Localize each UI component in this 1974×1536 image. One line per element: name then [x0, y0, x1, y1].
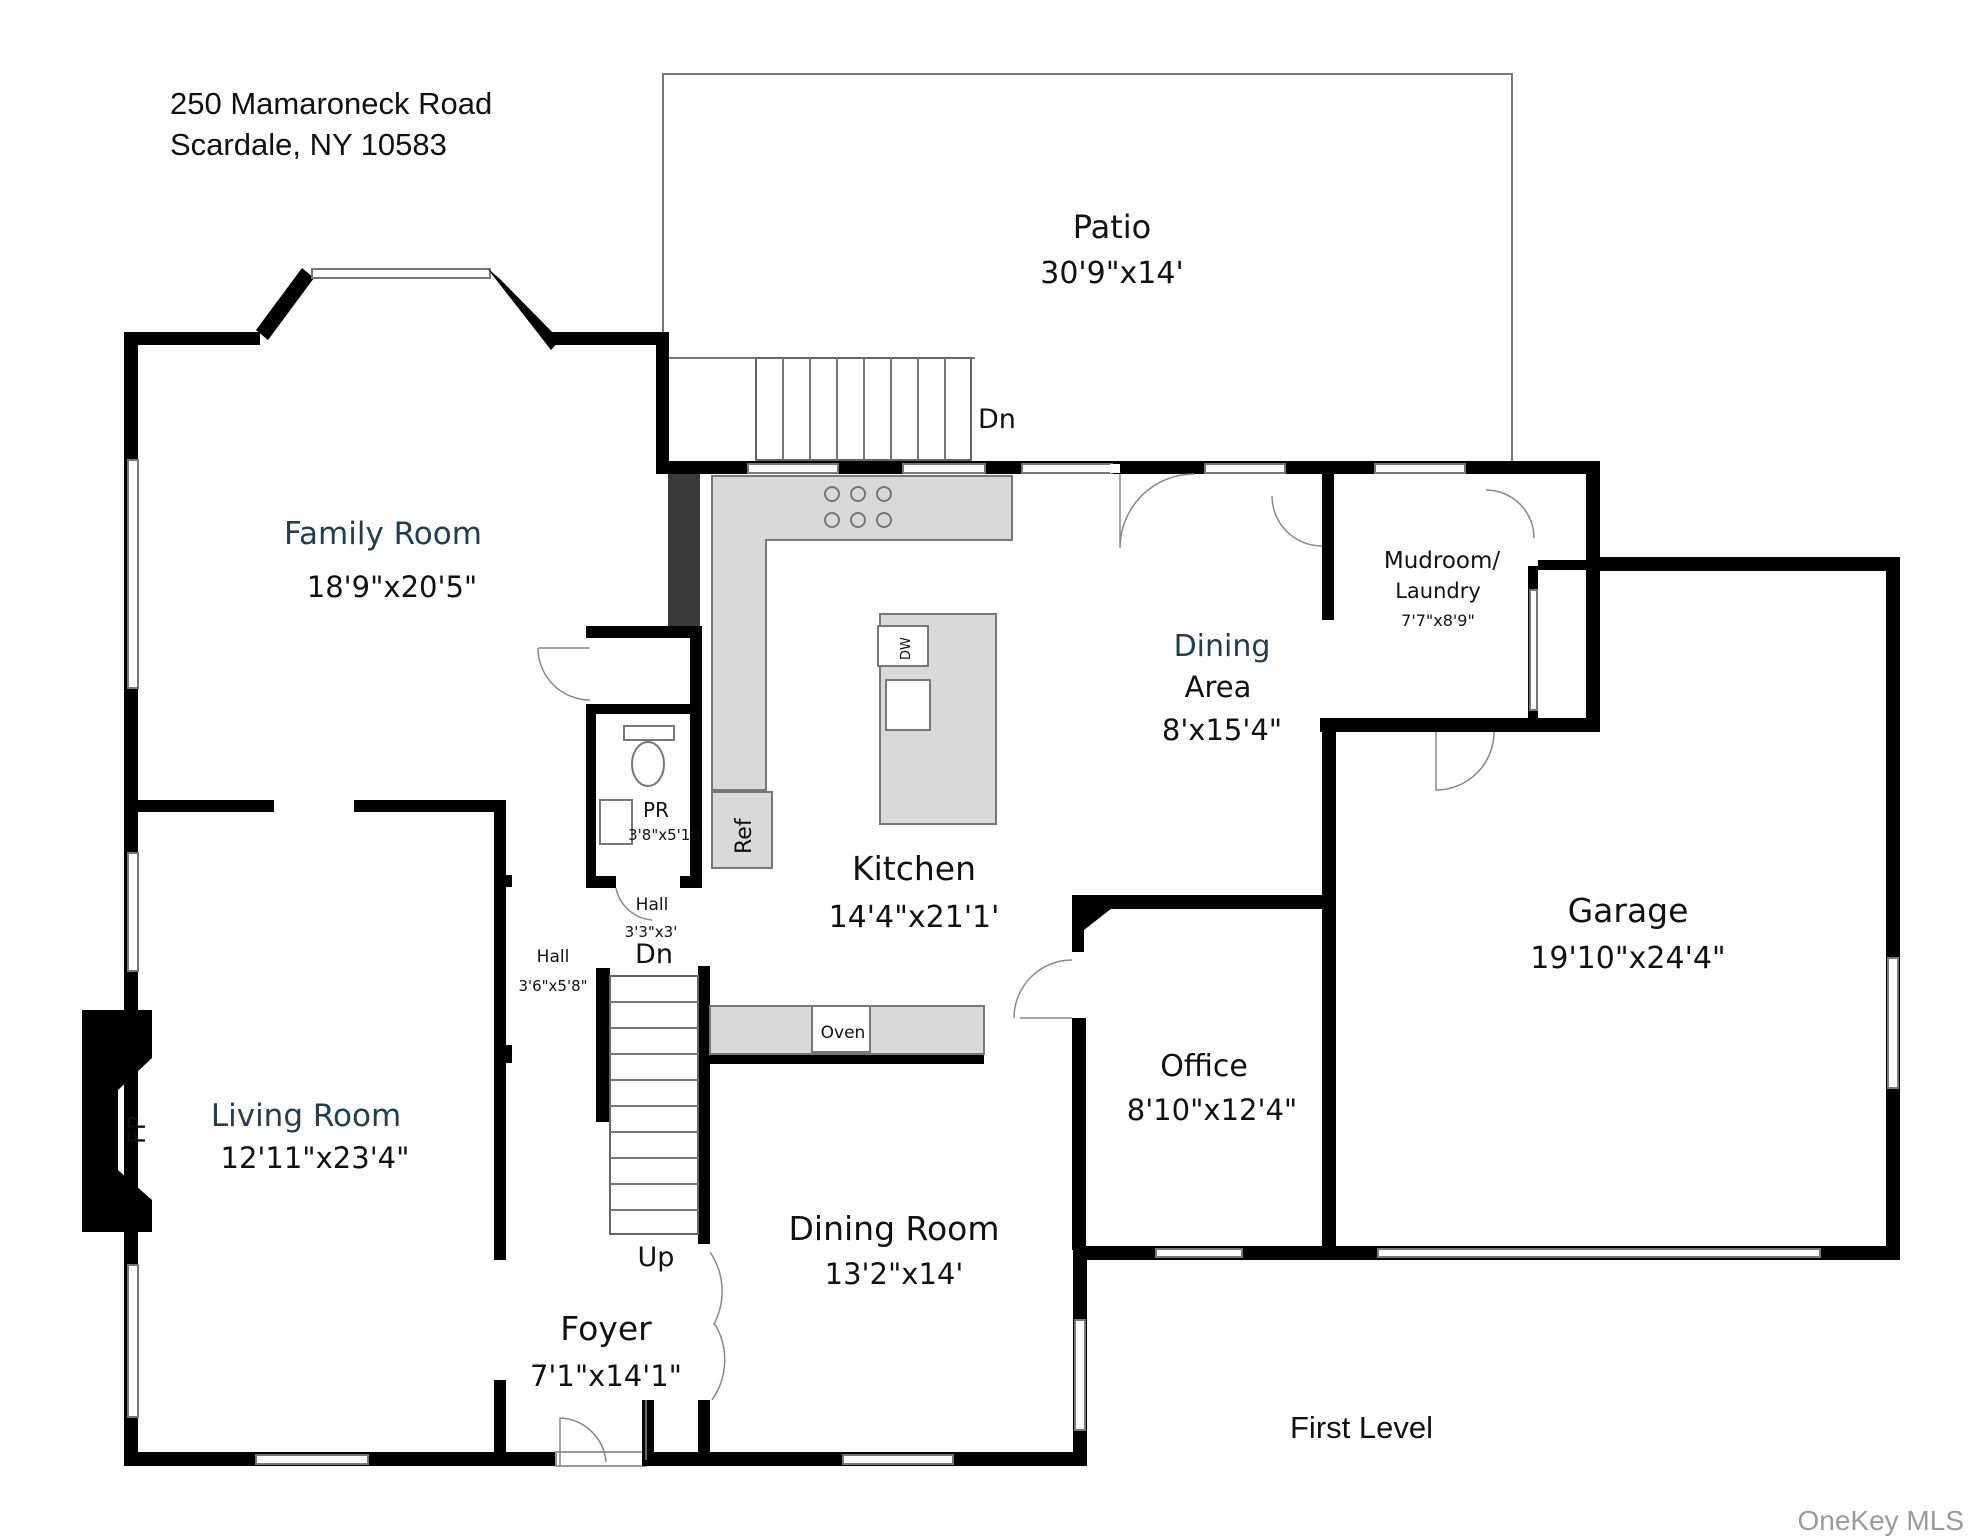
- dining-room-label: Dining Room: [789, 1209, 1000, 1248]
- dishwasher-label: DW: [899, 637, 914, 660]
- office-label: Office: [1160, 1049, 1248, 1084]
- kitchen-dims: 14'4"x21'1': [829, 900, 1000, 935]
- patio-label: Patio: [1073, 208, 1151, 246]
- ref-label: Ref: [732, 817, 757, 854]
- living-room-label: Living Room: [211, 1098, 401, 1134]
- interior-stairs: [609, 975, 699, 1235]
- garage-dims: 19'10"x24'4": [1530, 941, 1725, 976]
- foyer-label: Foyer: [560, 1309, 652, 1348]
- walls: [82, 268, 1900, 1467]
- office-dims: 8'10"x12'4": [1127, 1093, 1298, 1127]
- fireplace-label: FP: [123, 1116, 151, 1144]
- dining-area-label-1: Dining: [1174, 629, 1271, 664]
- garage-label: Garage: [1568, 891, 1689, 930]
- address-line-2: Scardale, NY 10583: [170, 127, 447, 162]
- mudroom-label-1: Mudroom/: [1384, 548, 1501, 574]
- deck-stairs: [755, 357, 972, 461]
- dining-room-dims: 13'2"x14': [825, 1257, 964, 1291]
- hall-stairs-dn-label: Dn: [635, 939, 673, 970]
- oven-label: Oven: [821, 1023, 866, 1043]
- living-room-dims: 12'11"x23'4": [221, 1141, 410, 1175]
- door-swings: [537, 473, 1535, 1466]
- dining-area-label-2: Area: [1185, 670, 1252, 704]
- deck-stairs-dn-label: Dn: [978, 404, 1016, 435]
- hall-small-label: Hall: [636, 895, 669, 915]
- mudroom-dims: 7'7"x8'9": [1401, 611, 1475, 630]
- family-room-label: Family Room: [284, 516, 482, 552]
- dining-area-dims: 8'x15'4": [1162, 713, 1282, 747]
- foyer-dims: 7'1"x14'1": [530, 1359, 682, 1393]
- kitchen-label: Kitchen: [852, 849, 976, 888]
- watermark: OneKey MLS: [1797, 1505, 1964, 1536]
- address-line-1: 250 Mamaroneck Road: [170, 86, 492, 121]
- kitchen-counters: [709, 475, 1013, 1055]
- patio-dims: 30'9"x14': [1040, 256, 1183, 291]
- level-label: First Level: [1290, 1410, 1433, 1445]
- powder-room-label: PR: [643, 798, 669, 822]
- hall-label: Hall: [537, 947, 570, 967]
- hall-dims: 3'6"x5'8": [518, 977, 587, 995]
- powder-room-fixtures: [599, 725, 675, 845]
- family-room-dims: 18'9"x20'5": [307, 570, 478, 604]
- mudroom-label-2: Laundry: [1395, 579, 1481, 603]
- hall-small-dims: 3'3"x3': [625, 923, 678, 941]
- powder-room-dims: 3'8"x5'10: [628, 826, 700, 844]
- stairs-up-label: Up: [638, 1242, 675, 1273]
